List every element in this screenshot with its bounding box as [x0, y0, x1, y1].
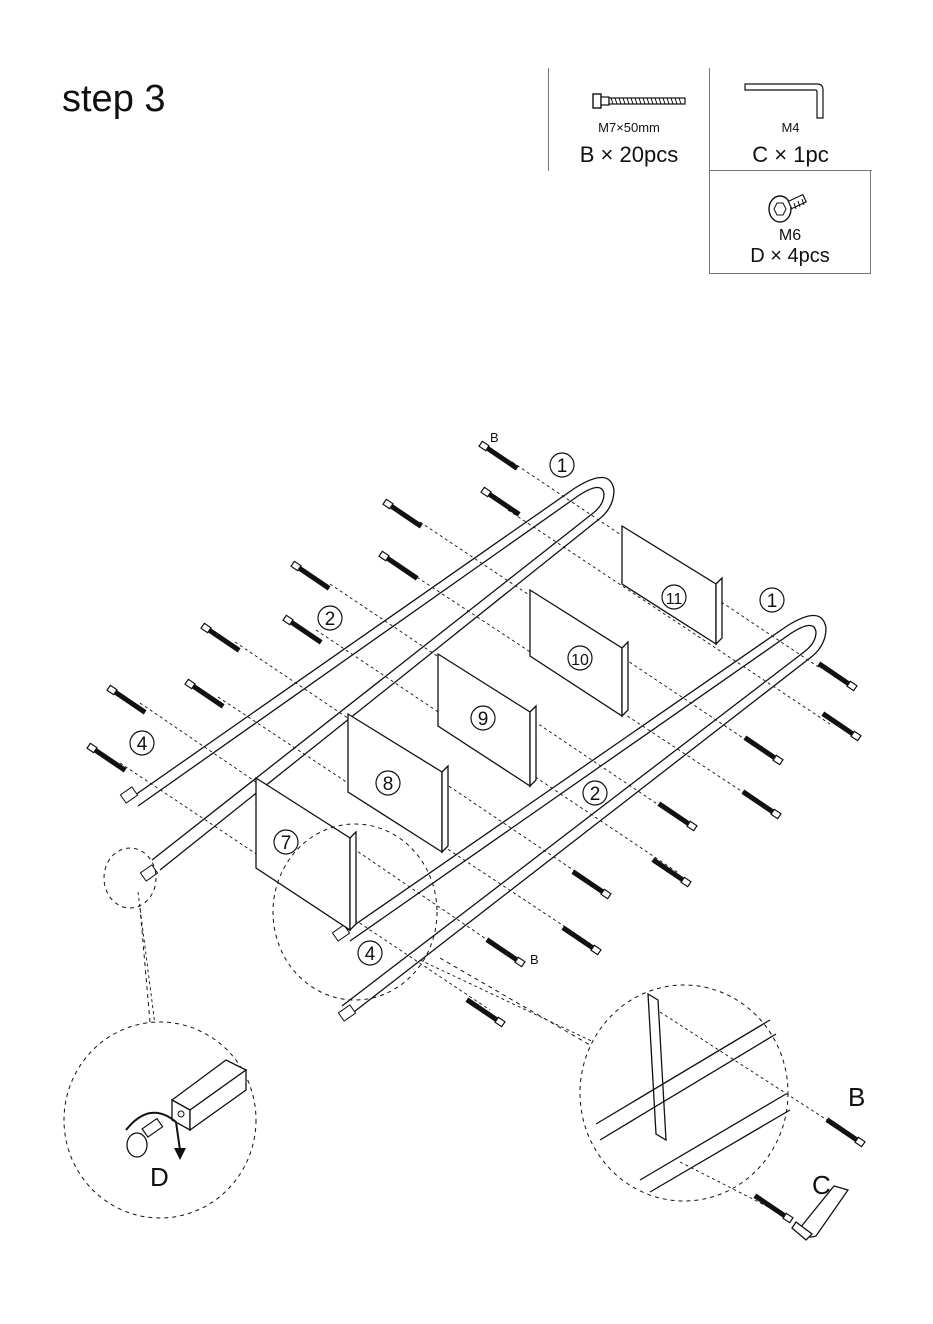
callout-rail-back: 1	[557, 456, 568, 477]
callout-leg-right: 4	[365, 944, 376, 965]
detail-d-label: D	[150, 1162, 169, 1192]
detail-bc	[580, 985, 865, 1240]
detail-c-label: C	[812, 1170, 831, 1200]
rail-back	[128, 477, 614, 870]
leg-end-left	[120, 787, 137, 803]
callout-panel-8: 8	[383, 774, 394, 795]
panel-7	[256, 778, 356, 930]
callout-panel-7: 7	[281, 833, 292, 854]
callout-bar-a: 2	[325, 609, 336, 630]
callout-bolt-top: B	[490, 430, 499, 445]
callout-panel-11: 11	[666, 591, 683, 608]
callout-panel-10: 10	[571, 652, 589, 669]
panel-8	[348, 714, 448, 852]
leg-end-left-2	[140, 865, 157, 881]
callout-bar-b: 2	[590, 784, 601, 805]
callout-bolt-mid: B	[530, 952, 539, 967]
callout-panel-9: 9	[478, 709, 489, 730]
callout-rail-front: 1	[767, 591, 778, 612]
leg-end-right-2	[338, 1005, 355, 1021]
detail-b-label: B	[848, 1082, 865, 1112]
alignment-lines	[120, 462, 830, 1045]
callout-leg-left: 4	[137, 734, 148, 755]
